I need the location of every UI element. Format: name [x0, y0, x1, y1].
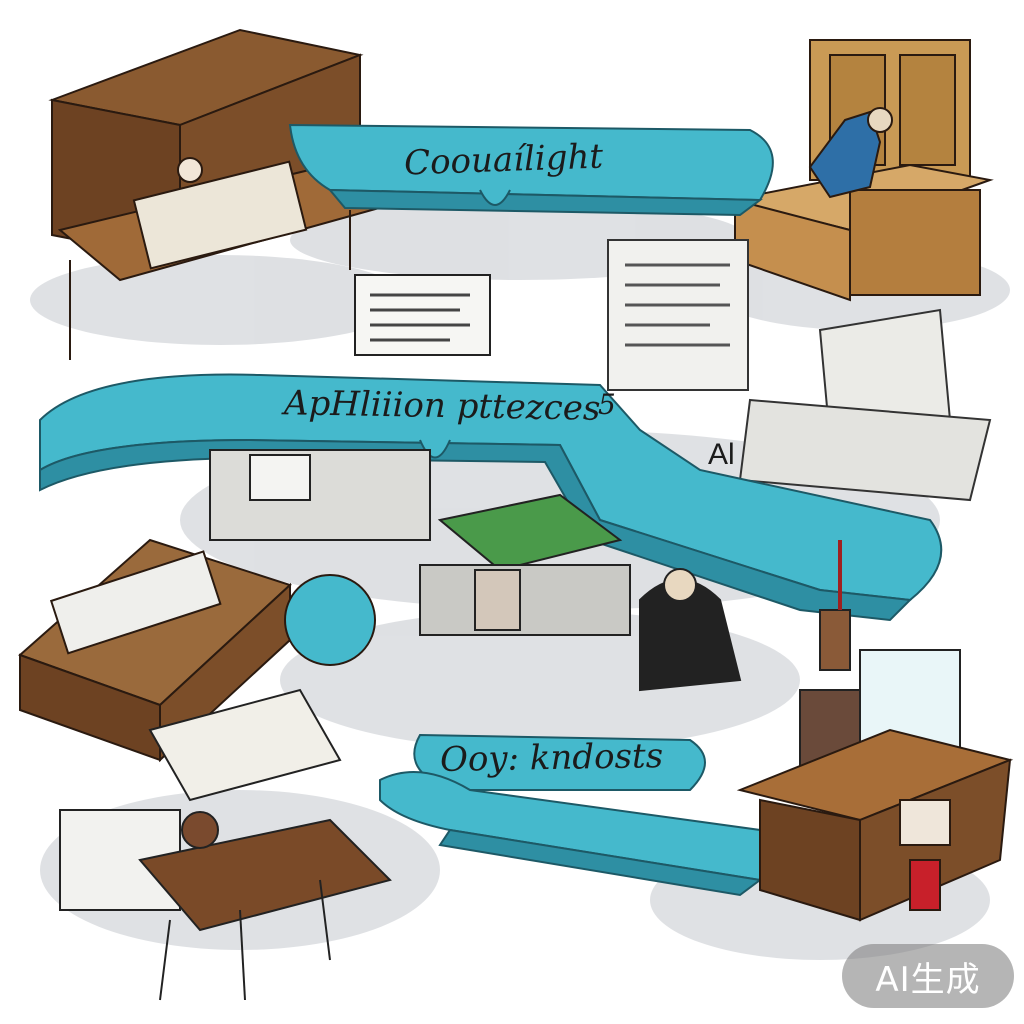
- bottom-left-desk: [18, 538, 376, 763]
- center-hub: [209, 449, 742, 692]
- top-banner: [288, 123, 774, 217]
- notice-board: [354, 274, 491, 356]
- top-left-desk: [48, 28, 393, 360]
- ai-generated-watermark: AI生成: [842, 944, 1014, 1008]
- bottom-right-desk: [736, 728, 1014, 922]
- bottom-banner: [379, 733, 776, 897]
- paper-stacks: [607, 239, 992, 502]
- judge-bench: [729, 39, 994, 302]
- bottom-left-workspace: [59, 688, 392, 1001]
- middle-banner: [39, 373, 943, 622]
- right-podium: [799, 540, 961, 771]
